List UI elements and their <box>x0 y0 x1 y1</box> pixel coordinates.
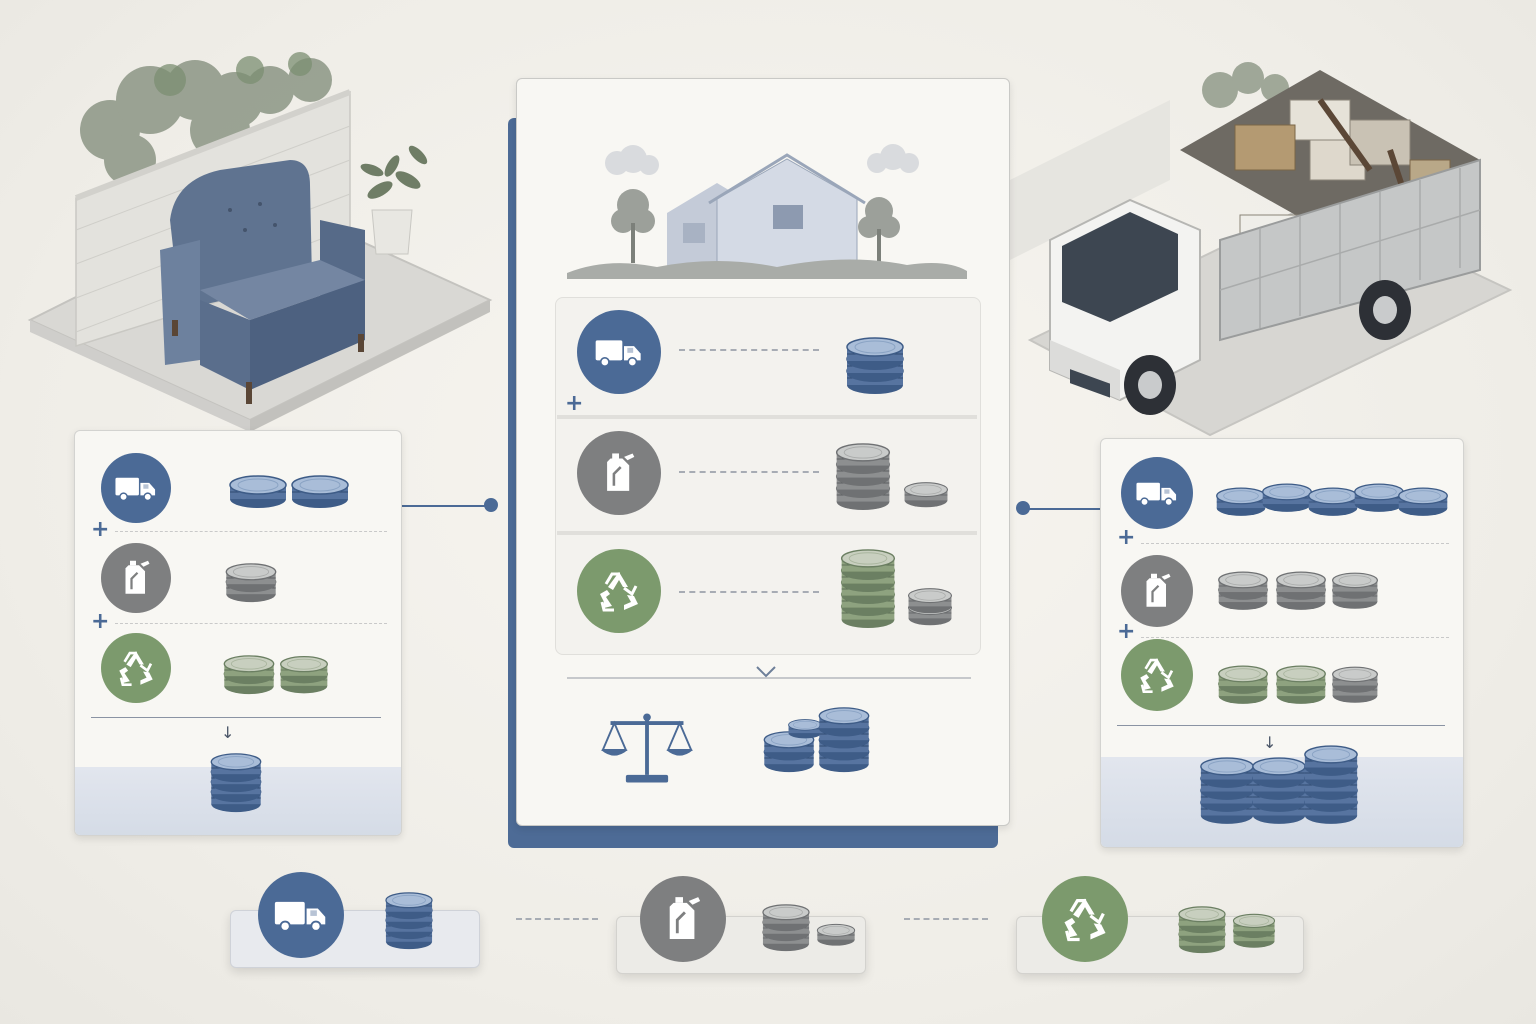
row-connector <box>679 591 819 593</box>
right-connector-line <box>1024 508 1102 510</box>
coin-stack <box>762 904 856 952</box>
arrow-down-icon: ↓ <box>221 723 235 742</box>
right-cost-card: + + ↓ <box>1100 438 1464 848</box>
plus-sign: + <box>565 391 584 416</box>
left-connector-dot <box>484 498 498 512</box>
fuel-can-icon <box>577 431 661 515</box>
coin-stack <box>225 563 277 603</box>
row-separator <box>115 531 387 532</box>
row-separator <box>557 415 977 419</box>
coin-stack <box>846 337 904 395</box>
plus-sign: + <box>91 609 110 634</box>
junk-truck-scene <box>990 40 1530 440</box>
total-divider <box>1117 725 1445 726</box>
coin-stack <box>229 475 349 509</box>
coin-stack <box>223 655 328 695</box>
coin-stack <box>1178 906 1276 954</box>
row-separator <box>1141 637 1449 638</box>
coin-stack <box>1218 571 1379 611</box>
plus-sign: + <box>91 517 110 542</box>
plus-sign: + <box>1117 525 1136 550</box>
coin-stack <box>840 549 953 629</box>
recycle-icon <box>1042 876 1128 962</box>
left-connector-line <box>400 505 492 507</box>
balance-scale-icon <box>599 709 695 787</box>
total-coin-stack <box>763 707 870 773</box>
truck-icon <box>1121 457 1193 529</box>
fuel-can-icon <box>1121 555 1193 627</box>
total-divider <box>567 677 971 679</box>
coin-stack <box>835 443 949 511</box>
bottom-connector <box>516 918 598 920</box>
row-separator <box>557 531 977 535</box>
armchair-scene <box>20 20 500 440</box>
recycle-icon <box>577 549 661 633</box>
chevron-down-icon <box>756 666 776 678</box>
right-connector-dot <box>1016 501 1030 515</box>
fuel-can-icon <box>640 876 726 962</box>
coin-stack <box>1218 665 1379 705</box>
coin-stack <box>385 892 433 950</box>
truck-icon <box>258 872 344 958</box>
house-illustration <box>567 144 967 279</box>
row-separator <box>1141 543 1449 544</box>
plus-sign: + <box>1117 619 1136 644</box>
row-connector <box>679 349 819 351</box>
recycle-icon <box>1121 639 1193 711</box>
recycle-icon <box>101 633 171 703</box>
fuel-can-icon <box>101 543 171 613</box>
total-coin-stack <box>1200 745 1358 825</box>
coin-stack <box>1215 483 1449 517</box>
row-separator <box>115 623 387 624</box>
row-connector <box>679 471 819 473</box>
total-divider <box>91 717 381 718</box>
truck-icon <box>101 453 171 523</box>
bottom-connector <box>904 918 988 920</box>
center-panel: + <box>516 78 1010 826</box>
left-cost-card: + + ↓ <box>74 430 402 836</box>
truck-icon <box>577 310 661 394</box>
arrow-down-icon: ↓ <box>1263 733 1277 752</box>
total-coin-stack <box>210 753 262 813</box>
